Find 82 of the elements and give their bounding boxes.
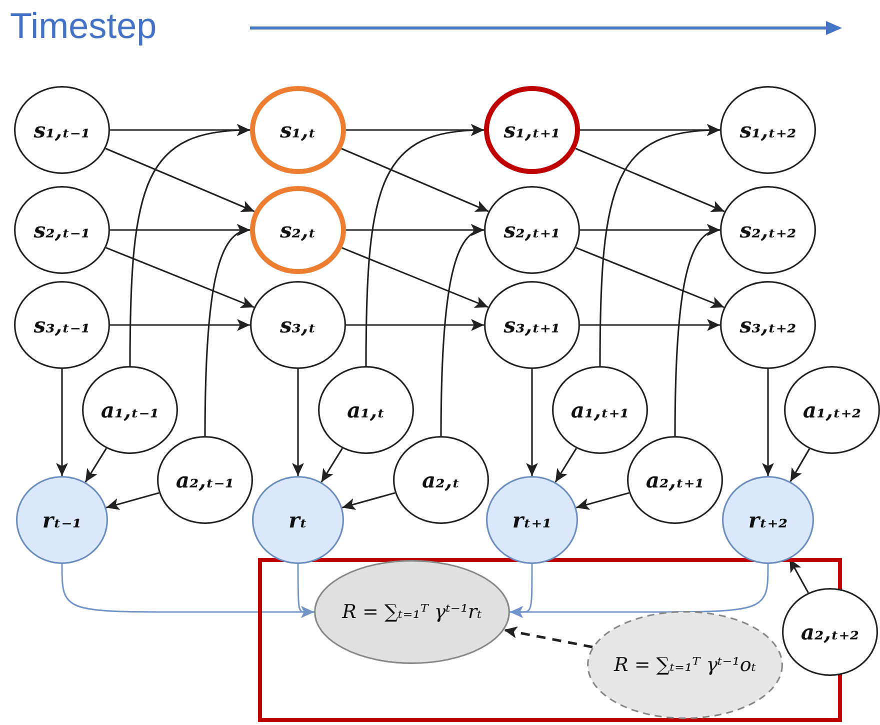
variable-circle <box>627 436 723 524</box>
variable-circle <box>157 436 253 524</box>
variable-label: s₁,ₜ₊₂ <box>738 118 798 142</box>
variable-circle <box>318 366 414 454</box>
variable-label: s₃,ₜ₊₁ <box>502 312 562 338</box>
formula-label: R = ∑ₜ₌₁ᵀ γᵗ⁻¹rₜ <box>340 601 483 623</box>
arrow <box>105 148 255 212</box>
variable-circle <box>720 86 816 174</box>
variable-circle <box>250 281 346 369</box>
variable-label: s₃,ₜ₊₂ <box>738 312 798 338</box>
variable-circle <box>552 366 648 454</box>
arrow <box>292 369 304 476</box>
arrow <box>554 448 578 483</box>
variable-label: rₜ₋₁ <box>41 508 83 532</box>
variable-label: s₂,ₜ₊₁ <box>502 218 562 242</box>
variable-circle <box>14 86 110 174</box>
variable-circle <box>484 186 580 274</box>
variable-label: s₃,ₜ <box>278 312 318 338</box>
variable-circle <box>486 476 578 564</box>
variable-circle <box>14 186 110 274</box>
arrow <box>342 247 488 308</box>
variable-circle <box>14 281 110 369</box>
variable-label: a₂,ₜ₊₂ <box>800 620 860 644</box>
arrow <box>320 448 344 483</box>
arrow <box>346 319 484 331</box>
variable-circle <box>393 436 489 524</box>
variable-circle <box>250 86 346 174</box>
variable-circle <box>484 281 580 369</box>
variable-label: a₂,ₜ₊₁ <box>644 468 706 492</box>
variable-circle <box>720 186 816 274</box>
arrow <box>580 319 720 331</box>
arrow <box>674 226 720 436</box>
variable-label: a₁,ₜ₋₁ <box>100 398 160 422</box>
arrow <box>204 226 250 436</box>
variable-label: s₁,ₜ₊₁ <box>502 118 562 142</box>
variable-label: rₜ₊₁ <box>511 508 553 532</box>
variable-label: s₂,ₜ <box>278 218 318 242</box>
variable-label: a₁,ₜ₊₂ <box>802 398 862 422</box>
arrow <box>576 492 630 510</box>
arrow <box>106 246 254 308</box>
variable-circle <box>252 476 344 564</box>
arrow <box>106 492 160 510</box>
variable-label: s₃,ₜ₋₁ <box>32 312 92 338</box>
variable-circle <box>250 186 346 274</box>
arrow <box>526 369 538 476</box>
variable-label: s₁,ₜ <box>278 118 318 142</box>
variable-label: s₂,ₜ₊₂ <box>738 218 798 242</box>
arrow <box>365 124 484 366</box>
arrow <box>599 124 720 366</box>
variable-circle <box>782 588 878 676</box>
arrow <box>762 369 774 476</box>
title: Timestep <box>10 4 157 48</box>
variable-label: rₜ₊₂ <box>747 508 789 532</box>
variable-label: rₜ <box>288 508 308 532</box>
arrow <box>342 492 396 510</box>
variable-circle <box>16 476 108 564</box>
variable-label: a₁,ₜ₊₁ <box>570 398 630 422</box>
variable-circle <box>82 366 178 454</box>
arrow <box>575 148 725 212</box>
dashed-arrow <box>504 626 593 648</box>
variable-label: a₂,ₜ₋₁ <box>174 468 236 492</box>
formula-ellipse <box>587 611 783 719</box>
arrow <box>56 369 68 476</box>
variable-circle <box>484 86 580 174</box>
arrow <box>84 448 108 483</box>
arrow <box>129 124 250 366</box>
variable-circle <box>720 281 816 369</box>
arrow <box>341 148 489 212</box>
variable-circle <box>722 476 814 564</box>
variable-circle <box>784 366 880 454</box>
arrow <box>297 564 314 618</box>
arrow <box>110 319 250 331</box>
formula-ellipse <box>314 560 510 664</box>
arrow <box>790 448 810 482</box>
variable-label: s₁,ₜ₋₁ <box>32 118 92 142</box>
arrow <box>440 226 484 436</box>
variable-label: s₂,ₜ₋₁ <box>32 218 92 242</box>
variable-label: a₂,ₜ <box>421 468 461 492</box>
formula-label: R = ∑ₜ₌₁ᵀ γᵗ⁻¹oₜ <box>612 654 758 676</box>
variable-label: a₁,ₜ <box>346 398 386 422</box>
arrow <box>576 246 724 308</box>
arrow <box>510 564 769 618</box>
